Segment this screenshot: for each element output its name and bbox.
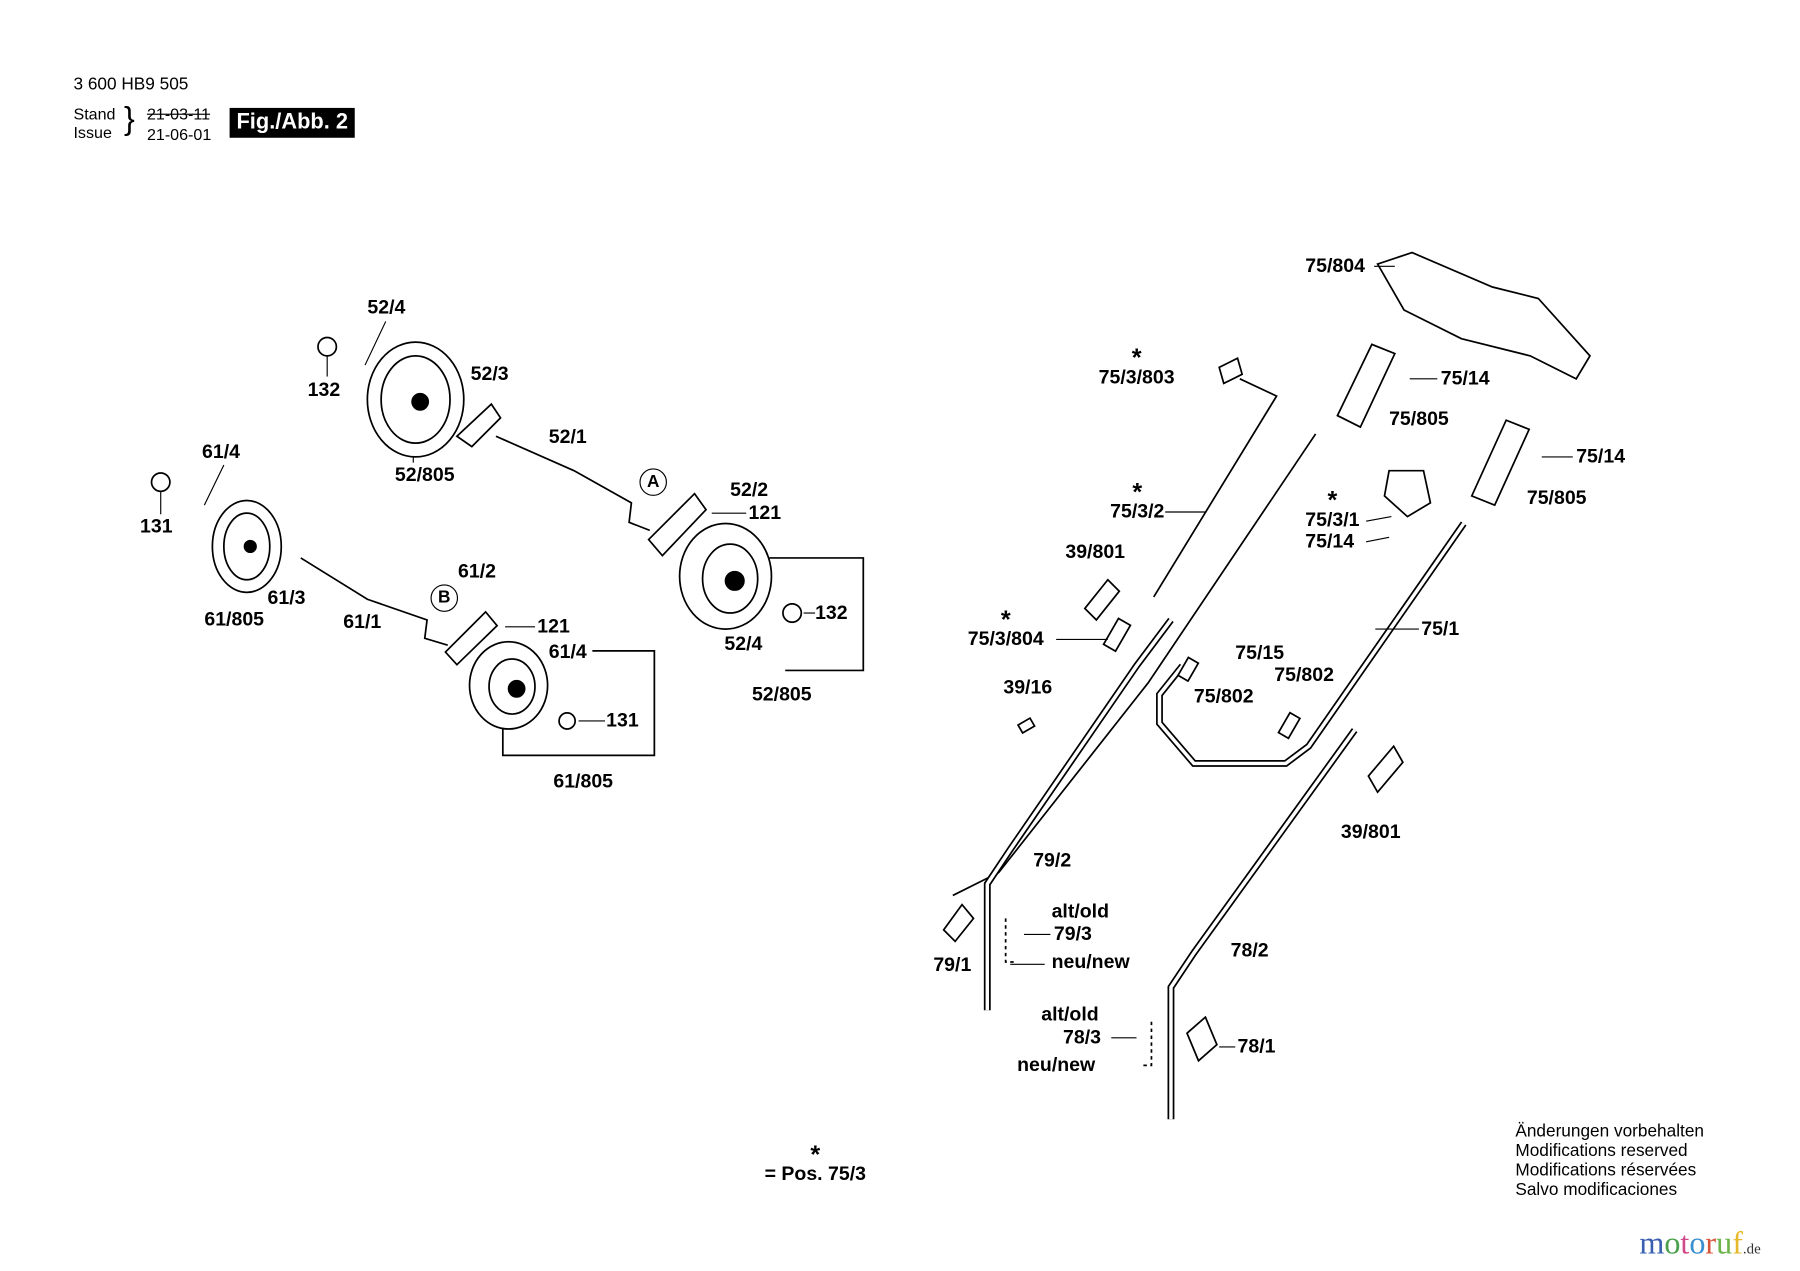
part-label: 52/4	[724, 632, 763, 655]
note-es: Salvo modificaciones	[1515, 1180, 1678, 1200]
cable-holder-75-3-1	[1383, 469, 1432, 518]
wheel-rear-right	[468, 640, 549, 730]
wheel-52-805	[366, 341, 465, 458]
part-label: *75/3/1	[1305, 485, 1360, 531]
part-label: 79/3	[1053, 922, 1092, 945]
clip-75-802	[1277, 711, 1302, 740]
note-de: Änderungen vorbehalten	[1515, 1121, 1704, 1142]
nut-132	[782, 602, 803, 624]
bracket-52-2	[647, 492, 708, 557]
part-label: 52/1	[548, 425, 587, 448]
issue-label: Issue	[73, 122, 112, 142]
part-label: 52/805	[394, 463, 455, 486]
part-label: neu/new	[1017, 1053, 1096, 1076]
part-label: *75/3/2	[1110, 477, 1165, 523]
tube-75-1	[1156, 521, 1467, 767]
marker-a: A	[639, 468, 667, 496]
part-label: 61/4	[548, 640, 587, 663]
part-label: 75/14	[1305, 530, 1355, 553]
part-label: 61/805	[553, 770, 614, 793]
old-date: 21-03-11	[146, 104, 211, 123]
group-bracket-52-805	[769, 557, 865, 672]
part-label: 75/14	[1440, 367, 1490, 390]
part-label: 39/801	[1065, 540, 1126, 563]
part-label: *75/3/803	[1098, 343, 1175, 389]
part-label: 131	[140, 515, 173, 538]
alt-new-bracket-79	[1004, 918, 1015, 963]
pin-39-16	[1016, 716, 1036, 735]
bracket-61-2	[444, 610, 499, 666]
handle-top-75-804	[1376, 251, 1592, 380]
part-label: 79/2	[1033, 849, 1072, 872]
part-label: 78/1	[1237, 1035, 1276, 1058]
clip-75-802-b	[1176, 656, 1200, 683]
tube-cover-75-805-a	[1336, 343, 1396, 429]
cable-lower	[952, 433, 1317, 897]
switch-75-3-803	[1218, 356, 1244, 385]
part-label: 121	[537, 615, 570, 638]
clip-75-3-804	[1102, 617, 1132, 653]
group-bracket-61-805	[501, 650, 656, 757]
cable-75-3-2	[1153, 378, 1278, 598]
part-label: 61/3	[267, 586, 306, 609]
part-label: 61/805	[204, 608, 265, 631]
part-label: neu/new	[1051, 950, 1130, 973]
new-date: 21-06-01	[146, 125, 212, 144]
note-en: Modifications reserved	[1515, 1141, 1688, 1161]
figure-badge: Fig./Abb. 2	[229, 107, 355, 138]
nut-131	[558, 712, 577, 730]
modification-notice: Änderungen vorbehalten Modifications res…	[1515, 1122, 1704, 1200]
alt-new-bracket-78	[1143, 1021, 1153, 1067]
part-label: 132	[815, 601, 848, 624]
part-label: *75/3/804	[967, 604, 1044, 650]
knob-39-801-a	[1083, 578, 1121, 622]
axle-52-1	[495, 435, 651, 532]
brace: }	[123, 101, 135, 137]
part-label: 52/3	[470, 362, 509, 385]
part-label: 52/2	[730, 478, 769, 501]
part-label: alt/old	[1051, 900, 1110, 922]
part-label: alt/old	[1041, 1003, 1099, 1026]
leader-lines	[160, 265, 1573, 1048]
part-label: 121	[748, 501, 782, 524]
bracket-52-3	[455, 402, 502, 448]
part-label: 75/802	[1274, 663, 1334, 686]
part-number: 3 600 HB9 505	[73, 74, 189, 95]
part-label: 78/3	[1063, 1026, 1102, 1049]
part-label: 132	[307, 378, 341, 401]
clamp-79-1	[942, 903, 975, 943]
part-label: 61/1	[343, 610, 382, 633]
note-fr: Modifications réservées	[1515, 1160, 1697, 1181]
part-label: 79/1	[933, 953, 972, 976]
part-label: 131	[606, 709, 639, 732]
part-label: 52/805	[751, 683, 812, 705]
part-label: 75/805	[1526, 486, 1587, 509]
tube-cover-75-805-b	[1470, 419, 1531, 507]
part-label: 78/2	[1230, 939, 1269, 961]
part-label: 75/802	[1193, 685, 1254, 708]
part-label: 75/1	[1421, 617, 1460, 640]
axle-61-1	[300, 557, 448, 647]
part-label: 75/15	[1235, 641, 1285, 664]
wheel-front-right	[678, 522, 773, 630]
part-label: 52/4	[367, 296, 406, 318]
part-label: 39/801	[1340, 820, 1401, 843]
legend-note: *= Pos. 75/3	[764, 1139, 867, 1185]
marker-b: B	[430, 584, 459, 612]
part-label: 75/804	[1305, 254, 1365, 277]
part-label: 75/805	[1389, 407, 1449, 430]
part-label: 61/4	[202, 440, 241, 463]
stand-label: Stand	[73, 104, 116, 123]
wheel-61-805	[211, 499, 283, 594]
watermark-logo: motoruf.de	[1639, 1226, 1761, 1262]
hub-cap-132	[317, 336, 338, 357]
clamp-78-1	[1185, 1015, 1218, 1063]
part-label: 61/2	[458, 560, 497, 583]
part-label: 75/14	[1576, 445, 1626, 468]
hub-cap-131	[150, 472, 171, 493]
part-label: 39/16	[1003, 676, 1053, 698]
knob-39-801-b	[1367, 744, 1404, 794]
